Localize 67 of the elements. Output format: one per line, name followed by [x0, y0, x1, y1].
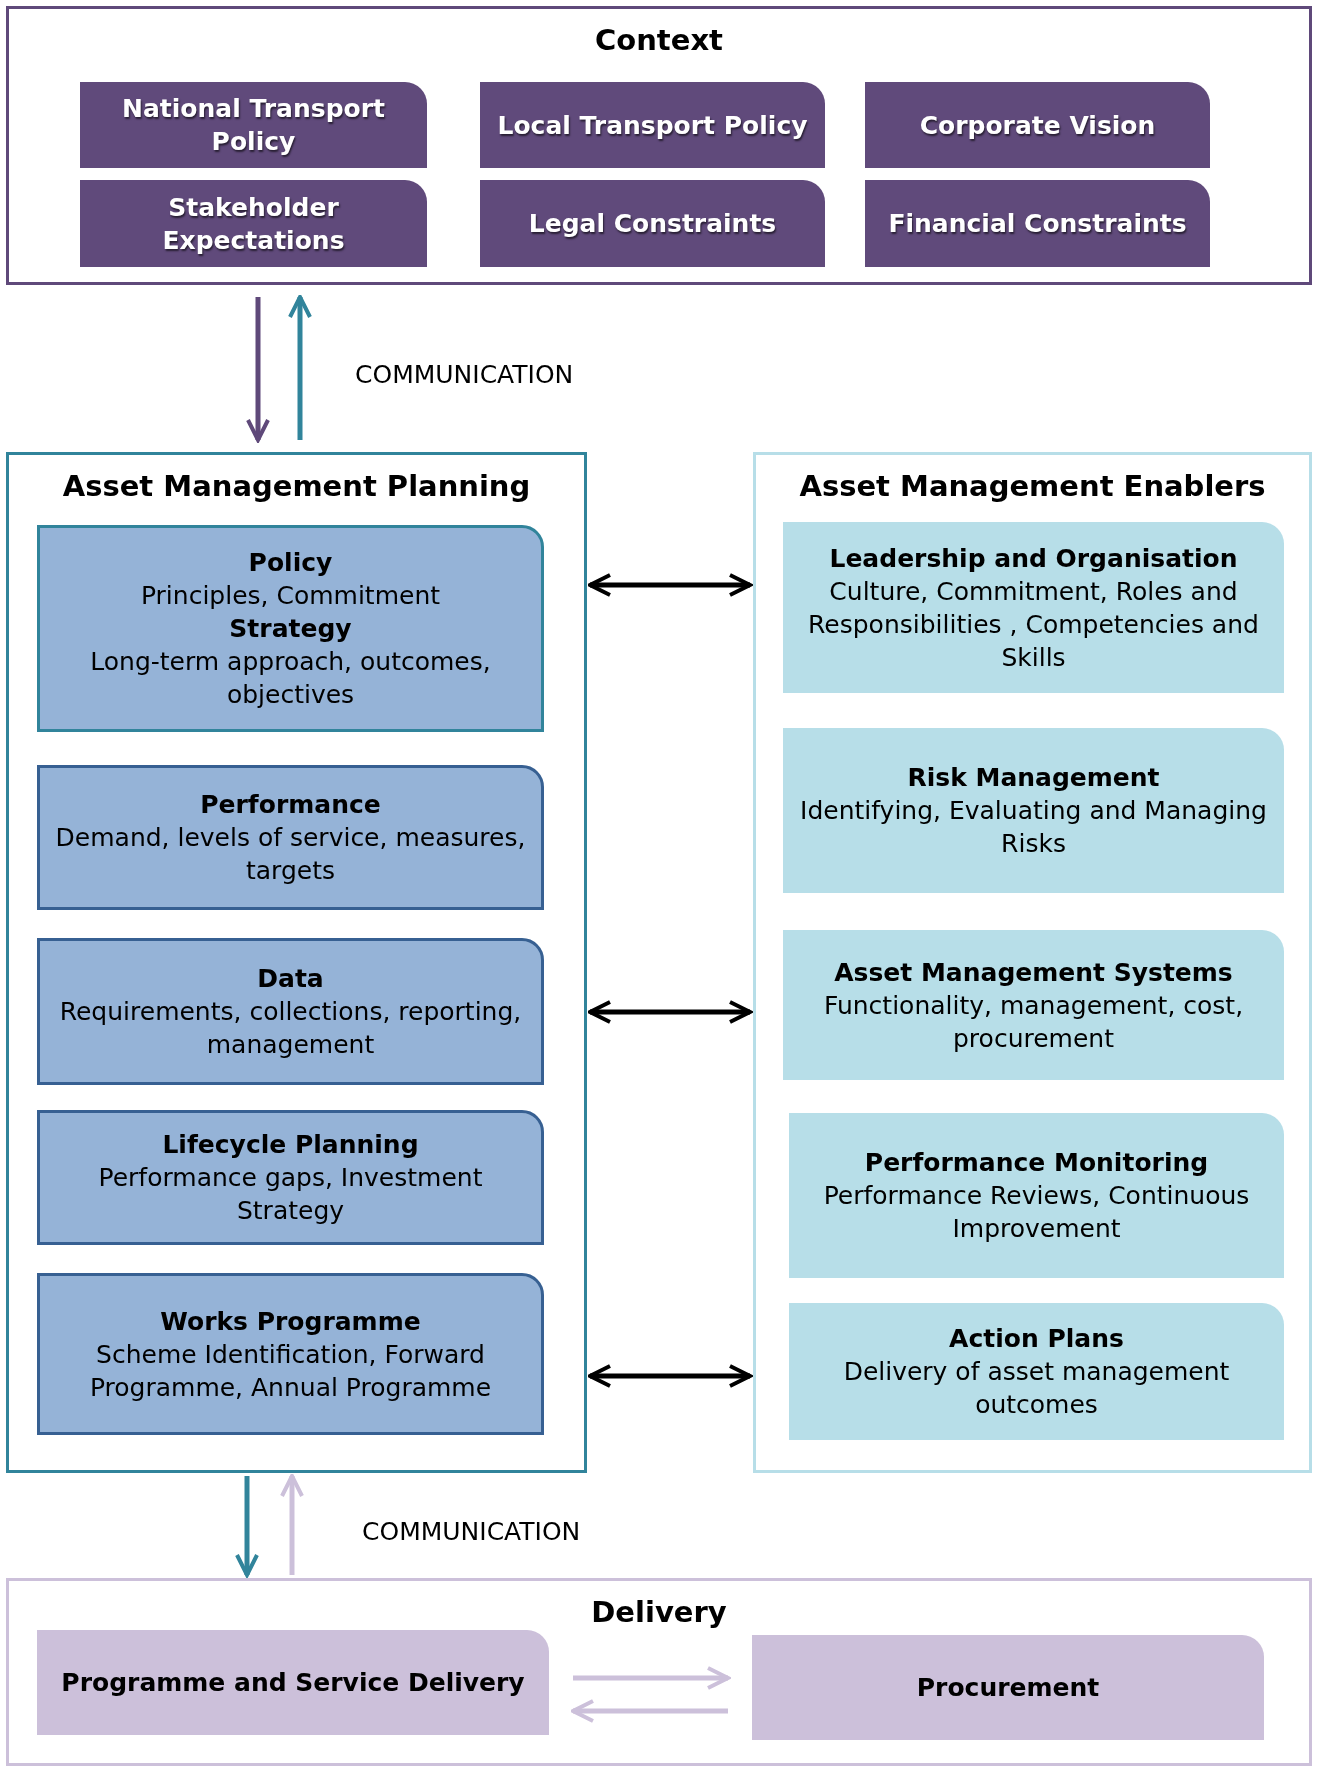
- process-box: [80, 180, 427, 267]
- process-box: [37, 765, 544, 910]
- box-heading: Local Transport Policy: [497, 109, 808, 142]
- box-description: Principles, Commitment: [140, 580, 441, 612]
- group-panel: [6, 452, 587, 1473]
- box-heading: Performance: [200, 789, 381, 821]
- group-panel: [753, 452, 1312, 1473]
- box-description: Delivery of asset management outcomes: [842, 1356, 1231, 1421]
- process-box: [783, 522, 1284, 693]
- arrow: [246, 297, 270, 442]
- box-heading: Asset Management Systems: [834, 956, 1233, 989]
- arrow: [588, 1364, 752, 1388]
- process-box: [783, 930, 1284, 1080]
- arrow: [588, 1000, 752, 1024]
- group-title: Delivery: [591, 1595, 727, 1629]
- box-heading: National Transport Policy: [121, 93, 386, 158]
- group-title: Context: [595, 23, 723, 57]
- arrow: [573, 1666, 730, 1690]
- box-heading: Lifecycle Planning: [162, 1129, 419, 1161]
- box-heading: Strategy: [229, 613, 352, 645]
- arrow: [588, 573, 752, 597]
- box-description: Requirements, collections, reporting, management: [58, 996, 523, 1061]
- process-box: [789, 1303, 1284, 1440]
- process-box: [789, 1113, 1284, 1278]
- process-box: [37, 938, 544, 1085]
- box-heading: Works Programme: [160, 1305, 421, 1338]
- box-heading: Performance Monitoring: [864, 1147, 1209, 1179]
- box-heading: Procurement: [916, 1672, 1100, 1704]
- group-panel: [6, 6, 1312, 285]
- process-box: [865, 180, 1210, 267]
- box-description: Scheme Identification, Forward Programme, Annual Programme: [88, 1338, 493, 1404]
- box-description: Demand, levels of service, measures, targets: [54, 822, 527, 887]
- connector-note: COMMUNICATION: [362, 1517, 581, 1546]
- connector-note: COMMUNICATION: [355, 360, 574, 389]
- process-box: [783, 728, 1284, 893]
- box-heading: Stakeholder Expectations: [161, 191, 346, 257]
- box-description: Culture, Commitment, Roles and Responsibilities , Competencies and Skills: [807, 575, 1260, 674]
- box-heading: Financial Constraints: [888, 208, 1187, 240]
- process-box: [480, 82, 825, 168]
- box-description: Long-term approach, outcomes, objectives: [89, 646, 492, 711]
- group-title: Asset Management Planning: [62, 469, 531, 503]
- process-box: [480, 180, 825, 267]
- process-box: [37, 1630, 549, 1735]
- process-box: [752, 1635, 1264, 1740]
- box-heading: Corporate Vision: [919, 109, 1156, 142]
- process-box: [37, 525, 544, 732]
- process-box: [865, 82, 1210, 168]
- box-heading: Leadership and Organisation: [829, 542, 1238, 575]
- group-panel: [6, 1578, 1312, 1766]
- process-box: [37, 1273, 544, 1435]
- box-heading: Data: [257, 963, 324, 995]
- arrow: [571, 1699, 728, 1723]
- arrow: [280, 1474, 304, 1575]
- arrow: [235, 1476, 259, 1577]
- box-heading: Action Plans: [949, 1323, 1124, 1355]
- box-heading: Legal Constraints: [528, 208, 777, 240]
- box-heading: Policy: [248, 547, 333, 579]
- box-description: Identifying, Evaluating and Managing Risks: [799, 795, 1268, 860]
- arrow: [288, 295, 312, 440]
- box-description: Performance Reviews, Continuous Improvement: [822, 1180, 1251, 1245]
- group-title: Asset Management Enablers: [799, 469, 1266, 503]
- box-description: Functionality, management, cost, procurement: [822, 989, 1245, 1055]
- process-box: [37, 1110, 544, 1245]
- box-description: Performance gaps, Investment Strategy: [97, 1162, 484, 1227]
- box-heading: Programme and Service Delivery: [61, 1667, 525, 1699]
- process-box: [80, 82, 427, 168]
- box-heading: Risk Management: [907, 762, 1160, 794]
